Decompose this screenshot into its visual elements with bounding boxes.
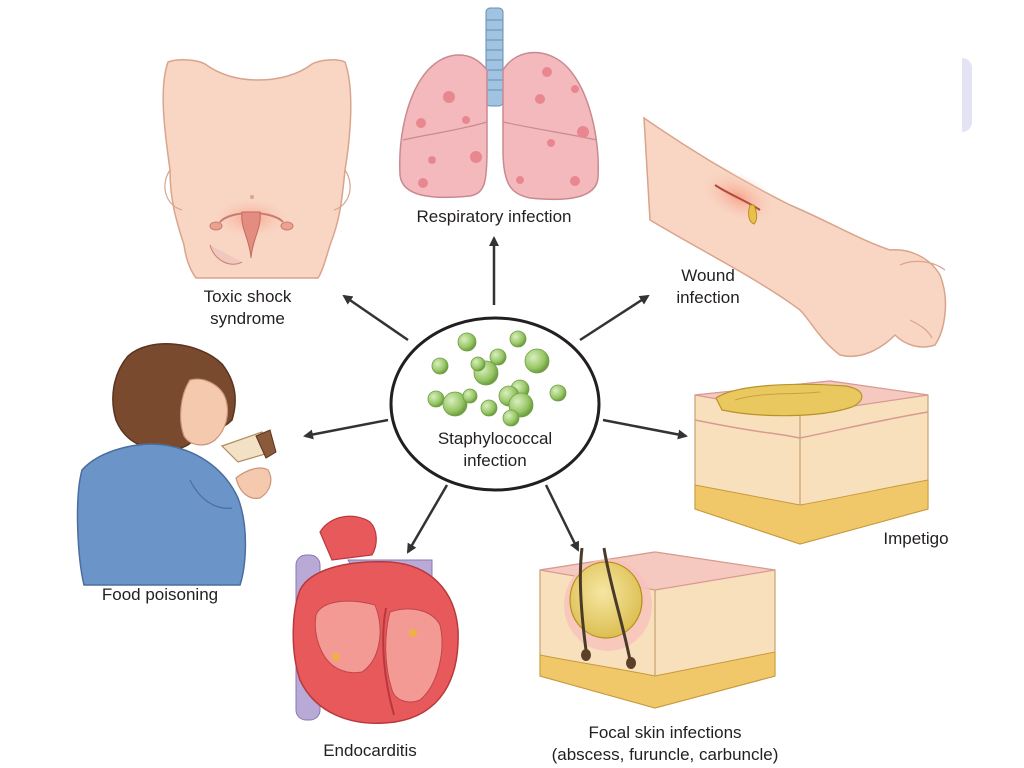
label-wound-line2: infection xyxy=(676,288,740,307)
label-endocarditis: Endocarditis xyxy=(290,740,450,762)
label-focal-skin-line2: (abscess, furuncle, carbuncle) xyxy=(551,745,779,764)
arrow-to-wound xyxy=(579,294,650,342)
center-label-line1: Staphylococcal xyxy=(437,429,553,448)
lungs-icon xyxy=(399,7,599,201)
arrows xyxy=(303,236,688,554)
label-food-poisoning: Food poisoning xyxy=(60,584,260,606)
edge-decoration xyxy=(962,58,972,132)
label-food-poisoning-line1: Food poisoning xyxy=(101,585,219,604)
arm-wound-icon xyxy=(643,116,947,357)
abscess-skin-icon xyxy=(539,547,776,709)
skin-block-icon xyxy=(694,380,929,545)
arrow-to-impetigo xyxy=(602,418,688,440)
center-bacteria-node xyxy=(389,316,601,492)
label-toxic-shock: Toxic shock syndrome xyxy=(160,286,335,330)
arrow-to-focal-skin xyxy=(544,484,580,552)
heart-icon xyxy=(292,515,459,724)
label-toxic-shock-line2: syndrome xyxy=(210,309,285,328)
label-respiratory: Respiratory infection xyxy=(380,206,608,228)
label-impetigo: Impetigo xyxy=(860,528,972,550)
female-torso-icon xyxy=(162,59,352,279)
label-endocarditis-line1: Endocarditis xyxy=(323,741,417,760)
label-impetigo-line1: Impetigo xyxy=(883,529,949,548)
label-toxic-shock-line1: Toxic shock xyxy=(203,287,292,306)
label-wound: Wound infection xyxy=(648,265,768,309)
center-label-line2: infection xyxy=(463,451,527,470)
arrow-to-food-poisoning xyxy=(303,418,389,440)
label-respiratory-line1: Respiratory infection xyxy=(416,207,572,226)
center-label: Staphylococcal infection xyxy=(405,428,585,472)
person-eating-icon xyxy=(76,343,277,586)
label-focal-skin: Focal skin infections (abscess, furuncle… xyxy=(505,722,825,766)
label-wound-line1: Wound xyxy=(681,266,735,285)
arrow-to-toxic-shock xyxy=(342,294,409,342)
arrow-to-endocarditis xyxy=(406,484,449,554)
label-focal-skin-line1: Focal skin infections xyxy=(588,723,742,742)
bacteria-cluster-icon xyxy=(427,330,567,427)
